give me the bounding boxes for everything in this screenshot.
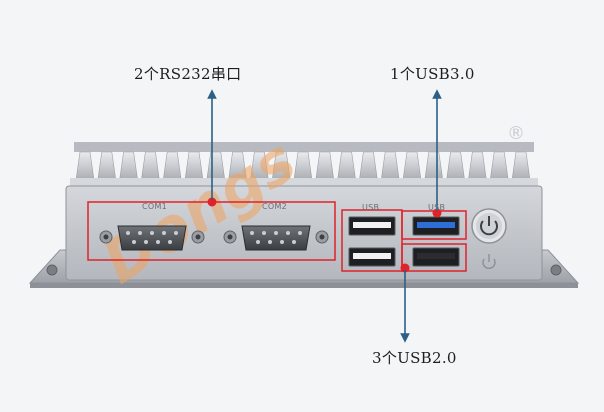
- db9-pin: [168, 240, 172, 244]
- com1-port: [99, 225, 205, 251]
- db9-pin: [132, 240, 136, 244]
- heatsink-fins: [70, 142, 538, 188]
- heatsink-fin: [75, 151, 95, 181]
- power-icon: [482, 254, 496, 269]
- db9-pin: [150, 231, 154, 235]
- flange-hole-right: [550, 264, 562, 276]
- db9-pin: [268, 240, 272, 244]
- heatsink-fin: [162, 151, 182, 181]
- usb3-marker-dot: [432, 208, 442, 218]
- heatsink-fin: [359, 151, 378, 181]
- heatsink-fin: [141, 151, 160, 181]
- heatsink-fin: [424, 151, 444, 181]
- usb2-highlight-box-right: [401, 243, 467, 272]
- heatsink-fin: [468, 151, 487, 181]
- db9-pin: [250, 231, 254, 235]
- usb3-port: [412, 216, 460, 236]
- usb2-port-top-left: [348, 216, 396, 236]
- usb-left-label: USB: [362, 203, 380, 212]
- db9-pin: [280, 240, 284, 244]
- heatsink-fin: [402, 151, 422, 181]
- heatsink-fin: [446, 151, 465, 181]
- db9-pin: [262, 231, 266, 235]
- db9-pin: [144, 240, 148, 244]
- heatsink-fin: [489, 151, 509, 181]
- heatsink-fin: [119, 151, 138, 181]
- callout-usb2: 3个USB2.0: [372, 349, 457, 367]
- flange-hole-left: [46, 264, 58, 276]
- db9-pin: [174, 231, 178, 235]
- db9-pin: [126, 231, 130, 235]
- usb2-port-bottom-left: [348, 247, 396, 267]
- heatsink-fin: [97, 151, 117, 181]
- db9-pin: [256, 240, 260, 244]
- heatsink-fin: [380, 151, 400, 181]
- heatsink-fin: [511, 151, 531, 181]
- rs232-marker-dot: [207, 197, 217, 207]
- db9-pin: [156, 240, 160, 244]
- db9-pin: [286, 231, 290, 235]
- db9-pin: [292, 240, 296, 244]
- callout-rs232: 2个RS232串口: [134, 65, 242, 83]
- db9-pin: [162, 231, 166, 235]
- power-button: [471, 208, 507, 244]
- com2-port: [223, 225, 329, 251]
- usb-right-label: USB: [428, 203, 446, 212]
- com2-label: COM2: [262, 202, 288, 211]
- heatsink-fin: [337, 151, 356, 181]
- heatsink-fin: [315, 151, 335, 181]
- registered-mark: ®: [507, 123, 525, 144]
- callout-usb3: 1个USB3.0: [390, 65, 475, 83]
- db9-pin: [274, 231, 278, 235]
- usb2-marker-dot: [400, 263, 410, 273]
- db9-pin: [138, 231, 142, 235]
- com1-label: COM1: [142, 202, 168, 211]
- usb2-port-bottom-right: [412, 247, 460, 267]
- db9-pin: [298, 231, 302, 235]
- usb2-highlight-box-left: [341, 209, 403, 272]
